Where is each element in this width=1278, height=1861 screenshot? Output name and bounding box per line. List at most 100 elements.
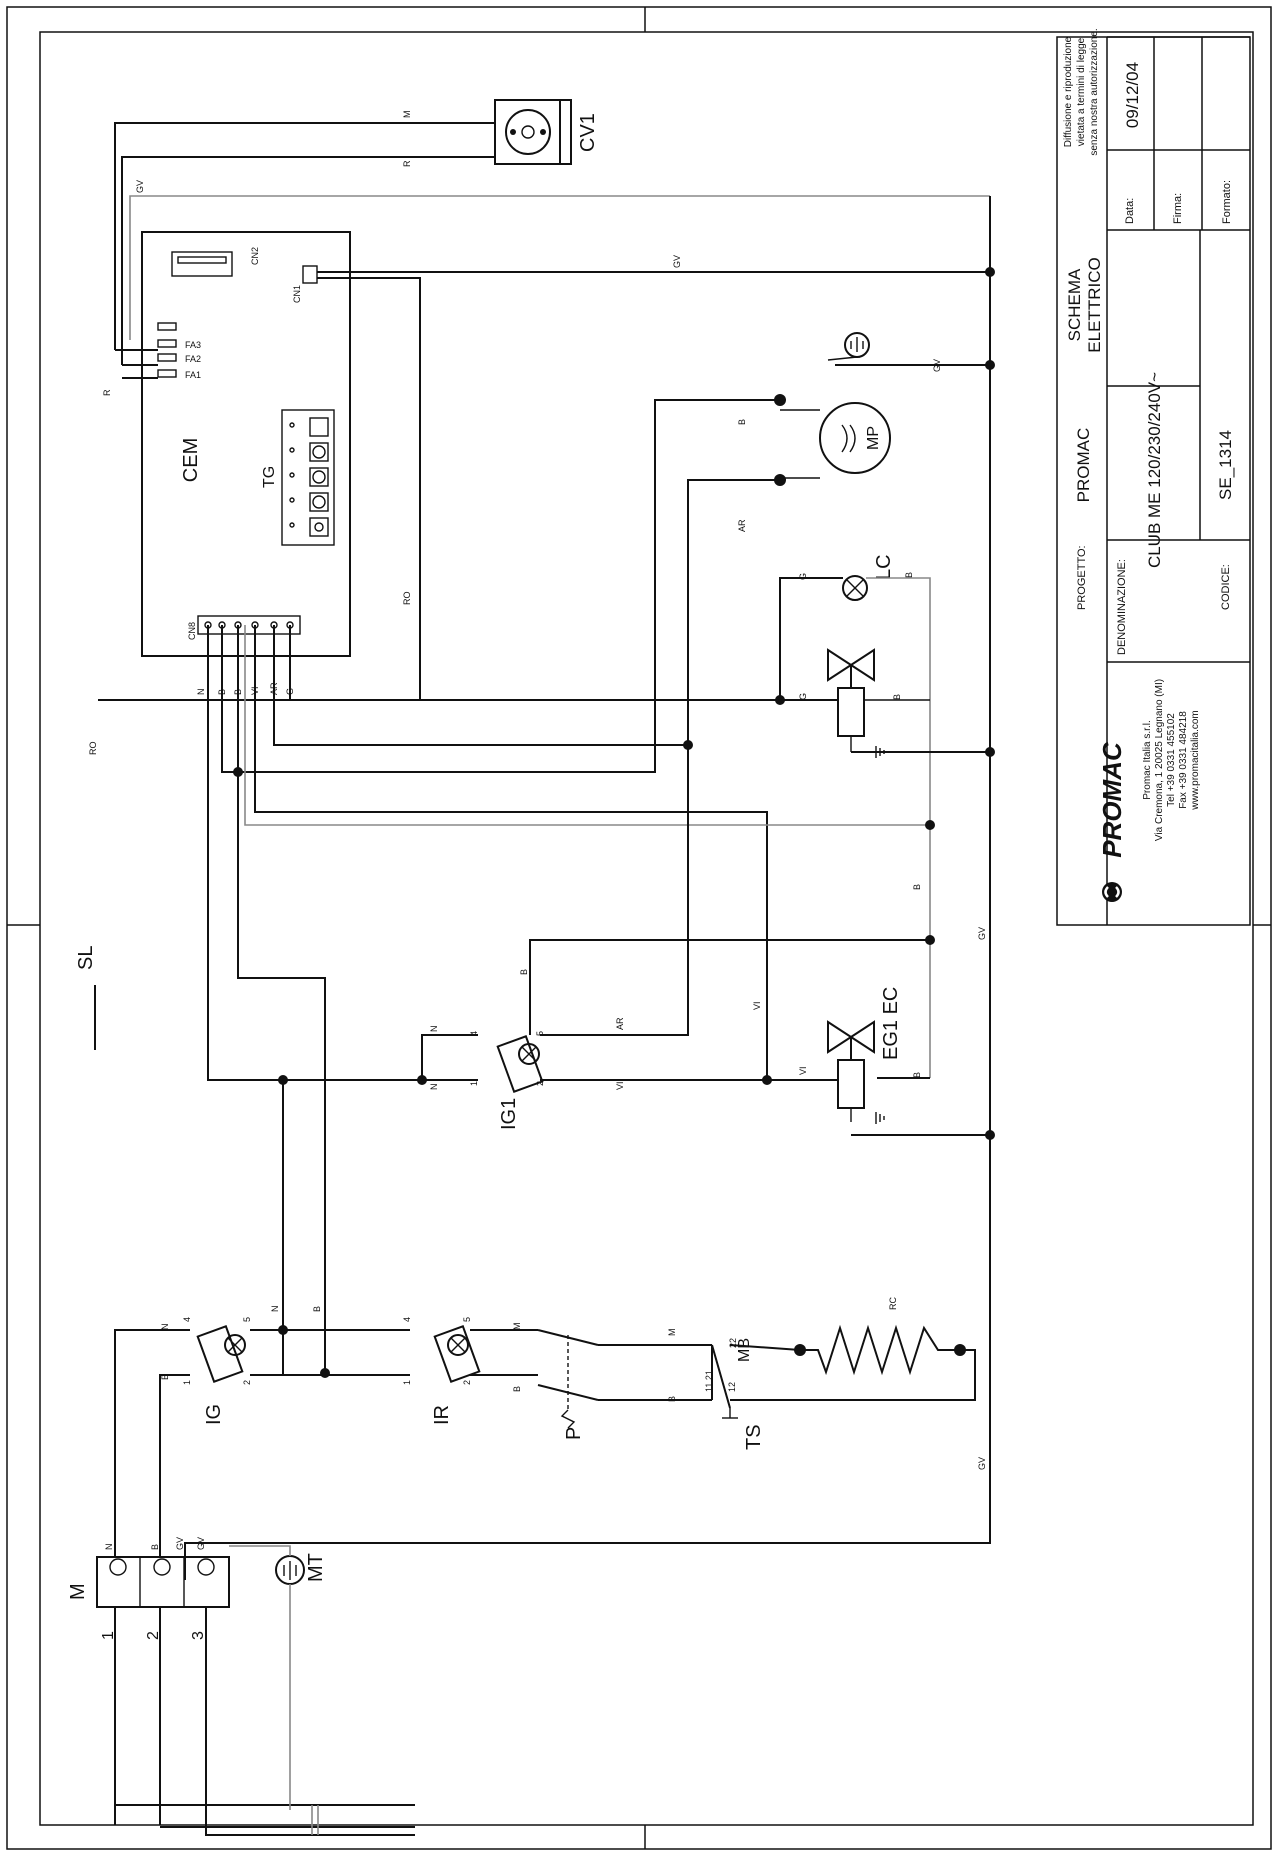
wire-label-gv-heater: GV xyxy=(977,1457,987,1470)
wire-label-b-eg1: B xyxy=(912,1072,922,1078)
cn1-label: CN1 xyxy=(292,285,302,303)
denominazione-label: DENOMINAZIONE: xyxy=(1116,559,1128,655)
wire-label-b-bus: B xyxy=(912,884,922,890)
wire-label-gv-m-2: GV xyxy=(196,1537,206,1550)
outer-border xyxy=(6,6,1272,1850)
wire-label-g-cn8: G xyxy=(285,688,295,695)
fa3-label: FA3 xyxy=(185,340,201,350)
wire-label-gv-bus: GV xyxy=(977,927,987,940)
tg-label: TG xyxy=(261,466,278,488)
wire-label-b-mp: B xyxy=(737,419,747,425)
wire-label-m: M xyxy=(402,111,412,119)
notice-line-2: vietata a termini di legge xyxy=(1076,37,1087,146)
ts-pin-12: 12 xyxy=(727,1382,737,1392)
m-label: M xyxy=(67,1583,89,1600)
wire-label-gv-mp: GV xyxy=(932,359,942,372)
wire-label-b-m: B xyxy=(150,1544,160,1550)
company-line-5: www.promacitalia.com xyxy=(1190,710,1201,810)
p-pressure-switch: P xyxy=(537,1329,599,1440)
ig1-switch: IG1 4 5 1 2 xyxy=(469,1031,545,1130)
wire-label-n-ig: N xyxy=(270,1306,280,1313)
cn1-connector xyxy=(302,265,318,284)
wire-label-n-ig1-top: N xyxy=(429,1026,439,1033)
cn2-label: CN2 xyxy=(250,247,260,265)
wire-labels: M R GV R GV GV B AR G B G B RO RO N B B … xyxy=(88,111,987,1551)
ig-label: IG xyxy=(203,1404,225,1425)
wire-label-b-ts: B xyxy=(667,1396,677,1402)
ts-thermostat: TS 22 11 21 12 MB xyxy=(704,1338,765,1450)
ig-pin-4: 4 xyxy=(182,1317,192,1322)
codice-label: CODICE: xyxy=(1220,564,1232,610)
wire-label-gv-m-1: GV xyxy=(175,1537,185,1550)
schema-title-1: SCHEMA xyxy=(1065,268,1084,341)
denominazione-value: CLUB ME 120/230/240V~ xyxy=(1145,372,1164,568)
eg1-valve: EG1 EC xyxy=(827,987,902,1124)
company-line-3: Tel +39 0331 455102 xyxy=(1166,713,1177,807)
mt-earth: MT xyxy=(275,1553,327,1585)
ig1-pin-4: 4 xyxy=(469,1031,479,1036)
wire-label-n-cn8: N xyxy=(196,689,206,696)
wire-label-ar-ig1: AR xyxy=(615,1017,625,1030)
wire-label-vi-upper: VI xyxy=(752,1001,762,1010)
ir-pin-5: 5 xyxy=(462,1317,472,1322)
mt-label: MT xyxy=(305,1553,327,1582)
ig-pin-5: 5 xyxy=(242,1317,252,1322)
wire-label-ro-left: RO xyxy=(88,742,98,756)
ir-label: IR xyxy=(431,1405,453,1425)
mp-motor: MP xyxy=(780,332,891,479)
wire-label-ar-mp: AR xyxy=(737,519,747,532)
lc-lamp: LC xyxy=(842,554,895,601)
cem-board: CEM CN2 CN1 FA3 FA2 FA1 TG CN8 xyxy=(141,231,351,657)
fa2-label: FA2 xyxy=(185,354,201,364)
tg-keypad xyxy=(281,409,335,546)
wire-label-b-ig1: B xyxy=(519,969,529,975)
cv1-component: CV1 xyxy=(494,99,599,165)
fa1-terminal xyxy=(157,369,177,378)
wire-label-n-ig1-bottom: N xyxy=(429,1084,439,1091)
ig-switch: IG 4 5 1 2 xyxy=(182,1317,252,1425)
wire-label-g-lc: G xyxy=(798,573,808,580)
ts-pin-11-21: 11 21 xyxy=(704,1370,714,1392)
promac-logo: PROMAC xyxy=(1097,741,1127,902)
wire-label-vi-cn8: VI xyxy=(250,686,260,695)
ir-pin-1: 1 xyxy=(402,1380,412,1385)
p-label: P xyxy=(563,1427,585,1440)
schema-title-2: ELETTRICO xyxy=(1085,257,1104,352)
ir-pin-4: 4 xyxy=(402,1317,412,1322)
inner-border xyxy=(39,31,1254,1826)
formato-label: Formato: xyxy=(1221,180,1233,224)
ir-pin-2: 2 xyxy=(462,1380,472,1385)
ig1-pin-5: 5 xyxy=(535,1031,545,1036)
wire-label-gv-top: GV xyxy=(135,180,145,193)
firma-label: Firma: xyxy=(1172,193,1184,224)
brand-name: PROMAC xyxy=(1097,741,1127,858)
title-block: Diffusione e riproduzione vietata a term… xyxy=(1056,28,1251,926)
mp-label: MP xyxy=(865,426,882,450)
notice-line-1: Diffusione e riproduzione xyxy=(1063,36,1074,147)
company-line-2: Via Cremona, 1 20025 Legnano (MI) xyxy=(1154,679,1165,841)
mains-terminal-2: 2 xyxy=(145,1631,162,1640)
fa3-terminal xyxy=(157,339,177,348)
cn8-label: CN8 xyxy=(187,622,197,640)
lc-label: LC xyxy=(873,554,895,580)
ig1-pin-2: 2 xyxy=(535,1081,545,1086)
ig-pin-1: 1 xyxy=(182,1380,192,1385)
wire-label-b-ig: B xyxy=(312,1306,322,1312)
wire-label-vi-eg1: VI xyxy=(798,1066,808,1075)
wiring xyxy=(98,122,991,1836)
data-value: 09/12/04 xyxy=(1123,62,1142,128)
rc-label: RC xyxy=(888,1297,898,1310)
company-line-1: Promac Italia s.r.l. xyxy=(1142,720,1153,799)
cn2-connector xyxy=(171,251,233,277)
mains-terminal-3: 3 xyxy=(190,1631,207,1640)
wire-label-b-ir: B xyxy=(512,1386,522,1392)
ir-switch: IR 4 5 1 2 xyxy=(402,1317,481,1425)
wire-label-n-ig-in: N xyxy=(160,1324,170,1331)
ts-pin-22: 22 xyxy=(728,1338,738,1348)
wire-label-b-valve: B xyxy=(892,694,902,700)
wire-label-m-ts: M xyxy=(667,1329,677,1337)
wire-label-ro-cem: RO xyxy=(402,592,412,606)
ig1-label: IG1 xyxy=(498,1098,520,1130)
cv1-label: CV1 xyxy=(577,113,599,152)
